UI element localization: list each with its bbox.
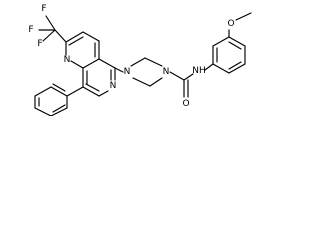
bond-ring-fusion-lower — [82, 58, 100, 69]
atom-f-lower: F — [37, 39, 42, 49]
bond-phenyl-2 — [34, 86, 52, 97]
bond-pip-1 — [130, 57, 146, 67]
bond-o-methyl — [235, 12, 252, 21]
bond-ring1-a-double — [68, 36, 84, 46]
bond-cf3-f-top — [45, 15, 56, 31]
bond-nh-aryl — [204, 63, 214, 71]
bond-carbonyl-nh — [183, 73, 194, 81]
bond-pip-2 — [144, 57, 163, 67]
bond-ring1-b — [82, 31, 100, 42]
bond-phenyl-5 — [50, 107, 68, 116]
atom-labels: F F F N N N N NH O O — [28, 4, 234, 109]
atom-o-carbonyl: O — [182, 99, 189, 109]
bond-aryl-3 — [228, 36, 246, 47]
bond-ring2-d — [82, 86, 100, 97]
bond-ring1-a — [65, 31, 84, 43]
bond-aryl-5-double — [228, 61, 242, 70]
structure-diagram: F F F N N N N NH O O — [0, 0, 266, 116]
bond-n-carbonyl — [169, 71, 185, 81]
atom-n-piperazine-left: N — [124, 67, 131, 77]
atom-n-ring-upper: N — [64, 55, 71, 65]
bond-phenyl-link — [66, 86, 84, 97]
bond-aryl-3-double — [228, 41, 242, 50]
bond-phenyl-1 — [50, 86, 68, 97]
bond-phenyl-4 — [34, 107, 52, 116]
bond-ring-to-piperazine — [114, 67, 124, 73]
bond-phenyl-5-double — [52, 104, 66, 113]
molecule-drawing: F F F N N N N NH O O — [28, 4, 252, 116]
bond-pip-4 — [132, 77, 151, 87]
bond-aryl-2 — [212, 36, 230, 47]
atom-nh: NH — [192, 66, 206, 76]
bond-aryl-5 — [228, 63, 246, 74]
atom-f-left: F — [28, 25, 33, 35]
bond-phenyl-1-double — [52, 83, 66, 92]
atom-f-top: F — [41, 4, 46, 14]
bond-cf3-ring — [54, 29, 67, 43]
atom-o-methoxy: O — [227, 19, 234, 29]
bond-ring2-d-double — [85, 83, 100, 92]
bond-ring2-a — [98, 58, 116, 69]
atom-n-ring-lower: N — [110, 81, 117, 91]
bond-ring2-c — [98, 90, 109, 97]
bonds — [34, 12, 252, 116]
bond-aryl-6 — [212, 63, 230, 74]
bond-cf3-f-lower — [42, 29, 56, 42]
atom-n-piperazine-right: N — [163, 67, 170, 77]
bond-ring1-n — [70, 60, 84, 69]
bond-pip-3 — [149, 77, 163, 87]
